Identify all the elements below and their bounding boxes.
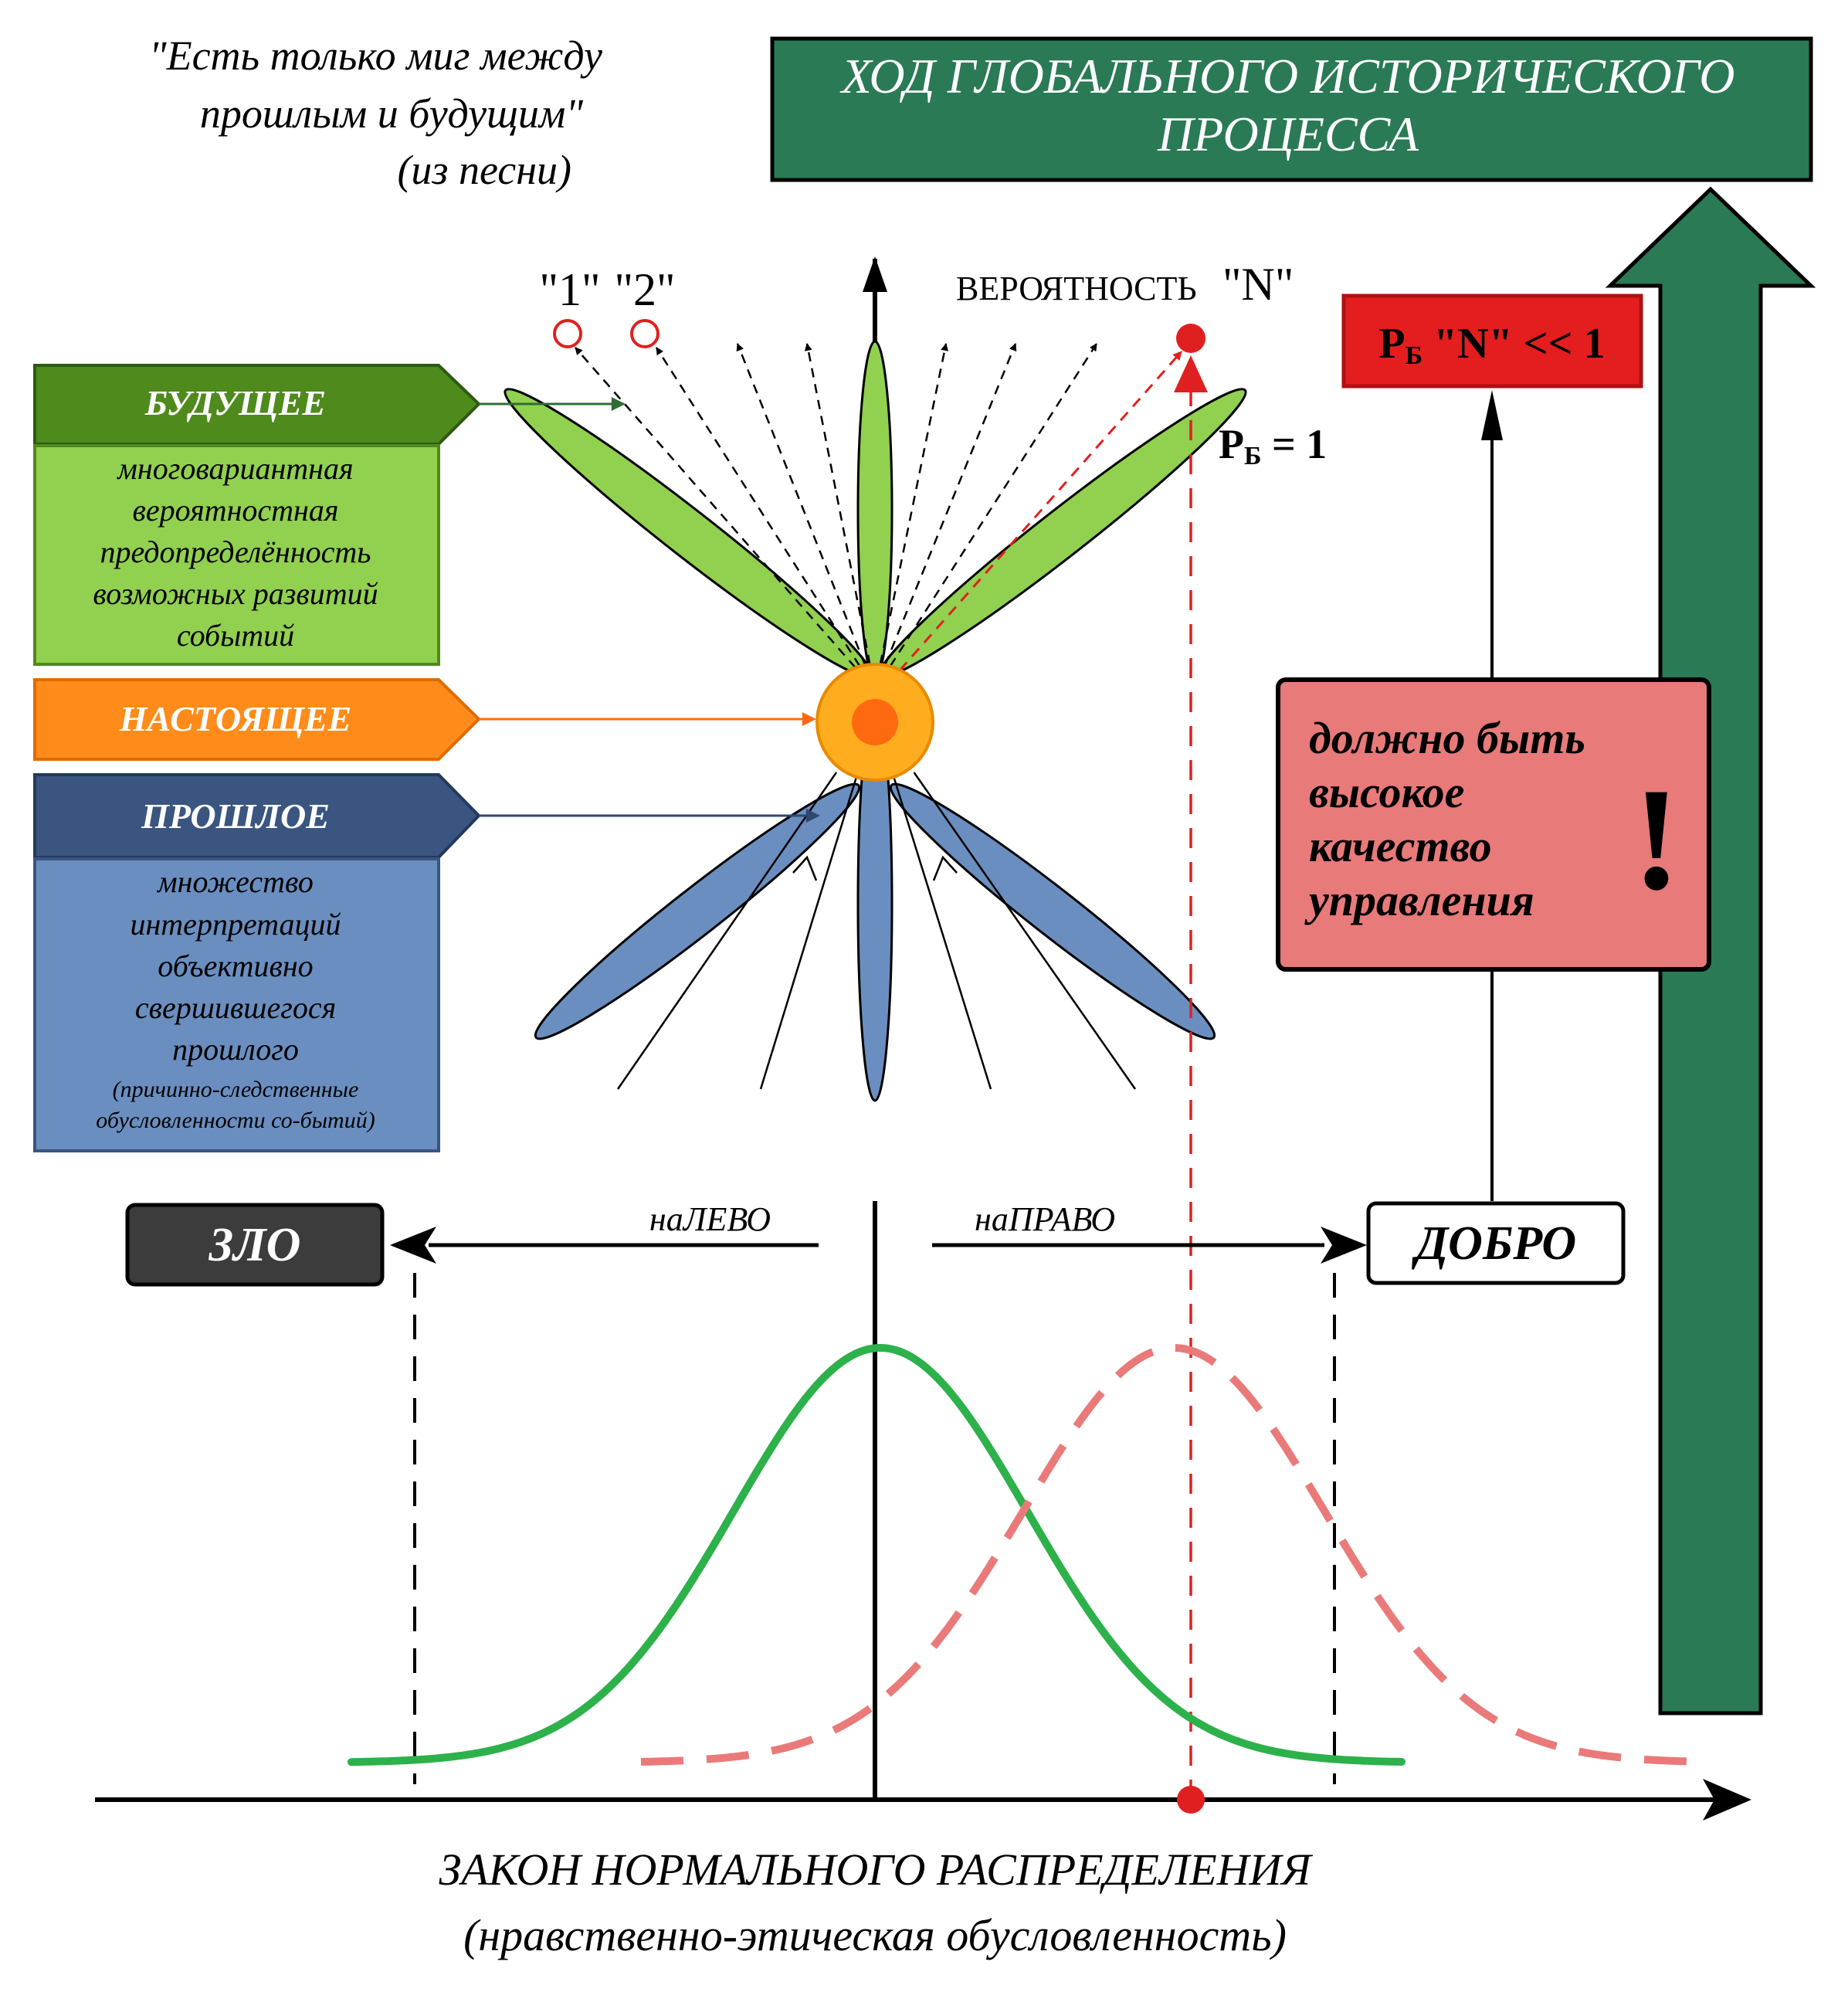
axis-subtitle: (нравственно-этическая обусловленность) — [463, 1910, 1287, 1960]
good-label: ДОБРО — [1412, 1217, 1576, 1270]
probability-ray — [878, 343, 1017, 680]
quote-line-2: прошлым и будущим" — [200, 90, 583, 137]
outcome-n-marker — [1176, 324, 1205, 353]
outcome-2-label: "2" — [615, 264, 676, 315]
past-lobe-left — [534, 782, 861, 1040]
left-label: наЛЕВО — [649, 1200, 771, 1238]
pn-box — [1341, 294, 1643, 389]
past-lobe-right — [889, 782, 1216, 1040]
axis-title: ЗАКОН НОРМАЛЬНОГО РАСПРЕДЕЛЕНИЯ — [439, 1844, 1313, 1895]
normal-curve-shifted — [640, 1344, 1695, 1766]
right-arrowhead — [1321, 1227, 1367, 1264]
probability-n-axis-marker — [1177, 1786, 1205, 1814]
pn-label: PБ "N" << 1 — [1378, 320, 1605, 370]
warning-line: высокое — [1309, 767, 1464, 817]
quote-line-1: "Есть только миг между — [149, 32, 602, 79]
future-lobe-left — [504, 388, 873, 678]
probability-n-label: "N" — [1222, 259, 1294, 310]
causal-chevron — [792, 855, 818, 881]
outcome-1-label: "1" — [540, 264, 601, 315]
normal-curve-current — [348, 1343, 1405, 1766]
future-lobe-right — [878, 388, 1247, 678]
warning-text: должно быть высокое качество управления — [1304, 713, 1585, 925]
probability-ray — [575, 347, 867, 680]
probability-ray — [736, 343, 872, 680]
banner-line-1: ХОД ГЛОБАЛЬНОГО ИСТОРИЧЕСКОГО — [839, 49, 1735, 104]
outcome-1-marker — [553, 319, 582, 348]
past-lobes — [534, 705, 1216, 1102]
vertical-axis-arrowhead — [863, 256, 887, 292]
past-description-box — [33, 857, 440, 1152]
present-header — [33, 678, 481, 761]
past-desc-line: объективно — [158, 949, 313, 983]
future-lobes — [504, 340, 1247, 680]
causal-line — [759, 772, 859, 1090]
pb-equals-one: PБ = 1 — [1219, 421, 1327, 470]
future-description-box — [33, 444, 440, 666]
past-note-line: обусловленности со-бытий) — [96, 1108, 375, 1133]
causal-line — [891, 772, 992, 1090]
past-desc-line: интерпретаций — [130, 907, 341, 942]
future-desc-line: событий — [177, 618, 294, 653]
pn-arrowhead — [1481, 390, 1503, 440]
future-header — [33, 364, 481, 446]
outcome-2-marker — [630, 319, 660, 348]
future-desc-line: предопределённость — [100, 534, 371, 569]
probability-ray — [804, 343, 874, 680]
evil-label: ЗЛО — [209, 1219, 301, 1271]
future-desc-line: многовариантная — [116, 451, 353, 486]
past-description: множество интерпретаций объективно сверш… — [130, 864, 341, 1067]
probability-fan — [575, 343, 1098, 680]
past-causal-lines — [616, 772, 1137, 1090]
future-desc-line: вероятностная — [133, 493, 339, 528]
future-description: многовариантная вероятностная предопреде… — [93, 451, 378, 653]
banner-box — [770, 36, 1813, 182]
banner-line-2: ПРОЦЕССА — [1157, 107, 1419, 161]
left-arrowhead — [390, 1227, 436, 1264]
right-label: наПРАВО — [975, 1200, 1115, 1238]
warning-exclamation-icon: ! — [1632, 758, 1680, 921]
probability-n-arrowhead — [1174, 355, 1208, 392]
evil-box — [125, 1203, 385, 1287]
causal-chevron — [932, 855, 958, 881]
causal-line — [913, 772, 1137, 1090]
horizontal-axis-arrowhead — [1703, 1779, 1751, 1821]
probability-ray — [876, 343, 949, 680]
present-core — [852, 699, 898, 745]
good-box — [1366, 1201, 1626, 1285]
past-header — [33, 773, 481, 859]
probability-word: ВЕРОЯТНОСТЬ — [956, 270, 1197, 307]
warning-line: должно быть — [1309, 713, 1585, 763]
probability-ray — [880, 343, 1098, 680]
future-title: БУДУЩЕЕ — [144, 383, 326, 423]
warning-line: качество — [1309, 821, 1492, 871]
past-desc-line: свершившегося — [135, 990, 336, 1025]
probability-ray — [655, 347, 870, 680]
quote-line-3: (из песни) — [397, 147, 571, 193]
warning-line: управления — [1304, 875, 1534, 925]
past-desc-line: множество — [156, 864, 314, 899]
past-note: (причинно-следственные обусловленности с… — [96, 1077, 375, 1133]
past-title: ПРОШЛОЕ — [141, 796, 330, 836]
probability-n-ray — [898, 351, 1183, 671]
causal-line — [616, 772, 838, 1090]
present-title: НАСТОЯЩЕЕ — [119, 699, 351, 738]
past-desc-line: прошлого — [172, 1032, 299, 1067]
past-note-line: (причинно-следственные — [113, 1077, 359, 1102]
future-desc-line: возможных развитий — [93, 576, 378, 611]
warning-box — [1276, 677, 1711, 972]
